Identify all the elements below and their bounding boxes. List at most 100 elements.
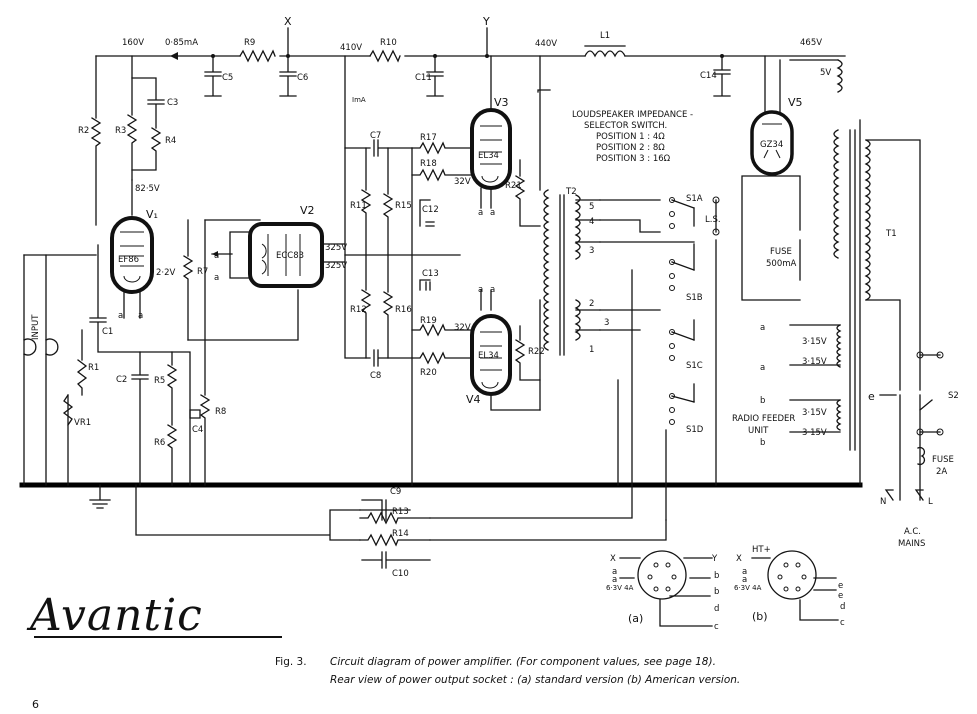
label-sa-b1: b — [714, 571, 719, 581]
label-sb-634: 6·3V 4A — [734, 584, 762, 592]
label-r10: R10 — [380, 38, 397, 48]
label-t1-a2: a — [760, 363, 765, 373]
tube-v2-ecc83 — [211, 222, 346, 288]
label-r2: R2 — [78, 126, 89, 136]
label-v1: V₁ — [146, 208, 158, 221]
label-pos3: POSITION 3 : 16Ω — [596, 154, 671, 164]
label-c6: C6 — [297, 73, 308, 83]
label-x-top: X — [284, 15, 292, 28]
label-c3: C3 — [167, 98, 178, 108]
label-c4: C4 — [192, 425, 203, 435]
label-410v: 410V — [340, 43, 362, 53]
label-tap1: 1 — [589, 345, 594, 355]
label-ac: A.C. — [904, 527, 921, 537]
component-labels: 160V 0·85mA R9 X C5 C6 410V R10 Y C11 44… — [31, 15, 959, 632]
label-r16: R16 — [395, 305, 412, 315]
loudspeaker-selector-switch — [599, 196, 720, 521]
label-v3-a1: a — [478, 208, 483, 218]
ht-rail — [95, 27, 846, 97]
label-tap3b: 3 — [604, 318, 609, 328]
label-160v: 160V — [122, 38, 144, 48]
label-r15: R15 — [395, 201, 412, 211]
label-r12: R12 — [350, 305, 367, 315]
label-sa-x: X — [610, 554, 616, 564]
label-sa-a2: a — [612, 575, 617, 585]
label-r9: R9 — [244, 38, 255, 48]
label-pos2: POSITION 2 : 8Ω — [596, 143, 665, 153]
label-a2: a — [138, 311, 143, 321]
label-sa-d: d — [714, 604, 719, 614]
label-fuse-500ma: 500mA — [766, 259, 797, 269]
label-tap3: 3 — [589, 246, 594, 256]
label-r19: R19 — [420, 316, 437, 326]
label-c2: C2 — [116, 375, 127, 385]
label-5v: 5V — [820, 68, 831, 78]
label-32v-b: 32V — [454, 323, 471, 333]
label-465v: 465V — [800, 38, 822, 48]
label-sb-a1: a — [742, 567, 747, 577]
label-radio-1: RADIO FEEDER — [732, 414, 795, 424]
label-l: L — [928, 497, 933, 507]
label-v3: V3 — [494, 96, 509, 109]
label-r6: R6 — [154, 438, 165, 448]
phase-splitter-coupling — [344, 55, 461, 486]
label-c11: C11 — [415, 73, 432, 83]
label-y-top: Y — [482, 15, 490, 28]
label-sa-c: c — [714, 622, 719, 632]
label-tap2: 2 — [589, 299, 594, 309]
label-v2-a1: a — [214, 251, 219, 261]
label-v4-a2: a — [490, 285, 495, 295]
label-sb-a2: a — [742, 575, 747, 585]
rectifier-and-mains — [741, 55, 944, 501]
label-a1: a — [118, 311, 123, 321]
label-v2-a2: a — [214, 273, 219, 283]
socket-b — [751, 550, 839, 621]
output-transformer-t2 — [537, 55, 601, 411]
label-fuse2: FUSE — [932, 455, 954, 465]
label-325v-b: 325V — [325, 261, 347, 271]
label-s1d: S1D — [686, 425, 704, 435]
label-tap4: 4 — [589, 217, 594, 227]
label-r21: R21 — [505, 181, 522, 191]
label-325v-a: 325V — [325, 243, 347, 253]
label-r7: R7 — [197, 267, 208, 277]
label-ecc83: ECC83 — [276, 251, 304, 261]
label-pos1: POSITION 1 : 4Ω — [596, 132, 665, 142]
caption-line-1: Circuit diagram of power amplifier. (For… — [330, 656, 716, 668]
label-socket-b: (b) — [752, 610, 768, 623]
label-s2: S2 — [948, 391, 959, 401]
label-r3: R3 — [115, 126, 126, 136]
label-s1b: S1B — [686, 293, 703, 303]
label-315v-c: 3·15V — [802, 408, 827, 418]
label-sa-b2: b — [714, 587, 719, 597]
label-c7: C7 — [370, 131, 381, 141]
label-r13: R13 — [392, 507, 409, 517]
label-ls-line1: LOUDSPEAKER IMPEDANCE - — [572, 110, 693, 120]
label-440v: 440V — [535, 39, 557, 49]
label-input: INPUT — [31, 314, 41, 340]
label-ls: L.S. — [705, 215, 721, 225]
label-32v-a: 32V — [454, 177, 471, 187]
socket-a — [619, 550, 713, 627]
label-e-mains: e — [868, 390, 875, 403]
label-fuse: FUSE — [770, 247, 792, 257]
label-t1-a1: a — [760, 323, 765, 333]
label-sb-c: c — [840, 618, 845, 628]
stage2-resistors — [182, 219, 299, 486]
label-sb-x: X — [736, 554, 742, 564]
label-315v-a: 3·15V — [802, 337, 827, 347]
label-v3-a2: a — [490, 208, 495, 218]
label-22v: 2·2V — [156, 268, 176, 278]
label-sb-d: d — [840, 602, 845, 612]
caption-fig-number: Fig. 3. — [275, 656, 307, 668]
tube-v1-ef86 — [110, 216, 154, 319]
label-el34-a: EL34 — [478, 151, 499, 161]
label-t1-b1: b — [760, 396, 765, 406]
label-v4: V4 — [466, 393, 481, 406]
label-ls-line2: SELECTOR SWITCH. — [584, 121, 667, 131]
label-c10: C10 — [392, 569, 409, 579]
label-ef86: EF86 — [118, 255, 139, 265]
caption-line-2: Rear view of power output socket : (a) s… — [330, 674, 741, 686]
output-tubes — [411, 55, 541, 411]
label-r18: R18 — [420, 159, 437, 169]
